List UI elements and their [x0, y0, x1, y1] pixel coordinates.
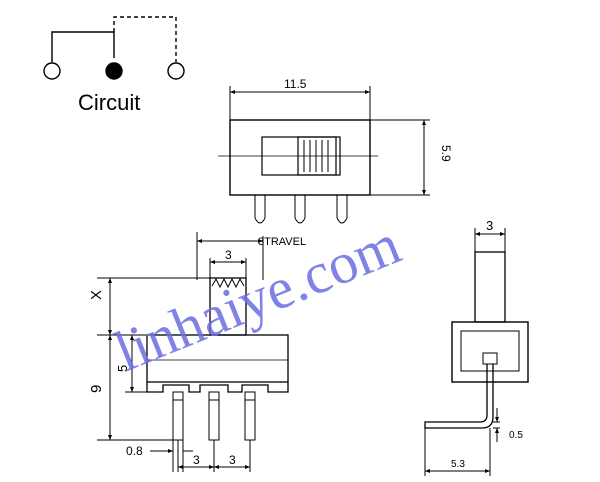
dim-end-actuator-width-label: 3: [486, 218, 493, 233]
dim-overall-height-label: 9: [88, 385, 105, 393]
end-view-body-inner: [460, 330, 520, 372]
top-view: [218, 86, 430, 224]
dim-pitch-right-label: 3: [229, 453, 236, 467]
side-view-pin-1: [172, 391, 184, 441]
circuit-wire-left: [51, 31, 115, 62]
dim-pin-thickness-label: 0.5: [509, 430, 523, 441]
circuit-label: Circuit: [78, 90, 140, 115]
dim-actuator-width-label: 3: [225, 248, 232, 262]
top-view-actuator: [297, 136, 337, 176]
side-view: [97, 232, 289, 472]
top-view-pin-1: [254, 195, 266, 224]
side-view-base: [146, 382, 289, 393]
circuit-wire-right-dashed: [113, 16, 177, 62]
side-view-pin-3: [244, 391, 256, 441]
circuit-symbol: [43, 16, 185, 80]
end-view: [424, 228, 529, 476]
dim-x-label: X: [88, 290, 105, 300]
top-view-body: [229, 119, 371, 196]
circuit-terminal-right: [167, 62, 185, 80]
end-view-actuator: [474, 251, 506, 323]
side-view-pin-2: [208, 391, 220, 441]
side-view-body: [146, 334, 289, 383]
end-view-contact: [482, 352, 498, 365]
top-view-pin-2: [294, 195, 306, 224]
dim-length-label: 11.5: [284, 77, 307, 91]
dim-travel-label: 3TRAVEL: [258, 236, 306, 248]
circuit-terminal-left: [43, 62, 61, 80]
dim-body-height-label: 5: [115, 365, 130, 372]
dim-height-label: 5.9: [439, 145, 453, 162]
dim-pitch-left-label: 3: [193, 453, 200, 467]
dim-pin-width-label: 0.8: [126, 444, 143, 458]
circuit-terminal-common: [105, 62, 123, 80]
side-view-actuator-ridges: [211, 277, 245, 289]
dim-bend-length-label: 5.3: [451, 459, 465, 470]
end-view-body: [451, 321, 529, 383]
end-view-bent-pin: [424, 364, 494, 429]
top-view-pin-3: [336, 195, 348, 224]
